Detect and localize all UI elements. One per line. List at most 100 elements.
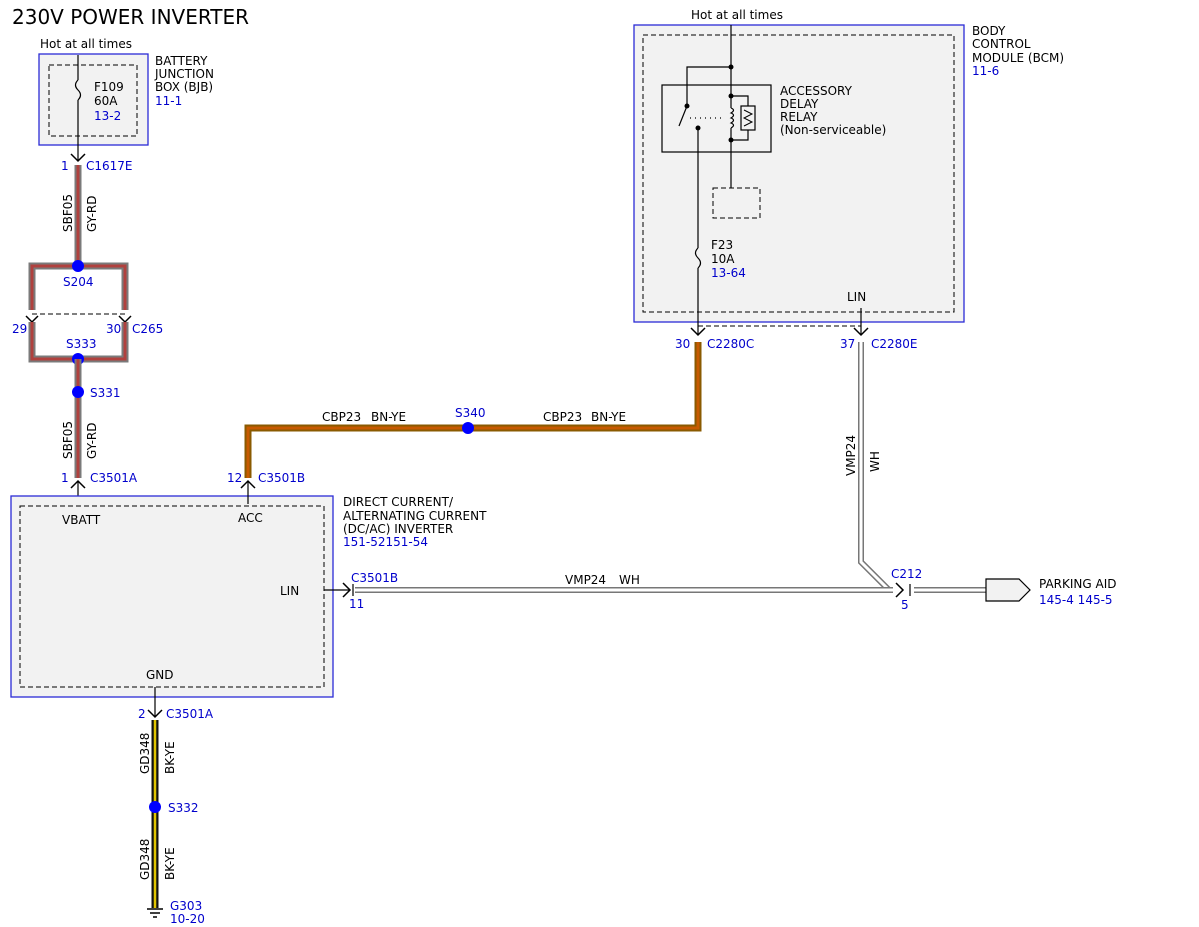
gd348-lower-circuit: GD348	[138, 839, 152, 880]
bjb-hot-note: Hot at all times	[40, 37, 132, 51]
bcm-name-line-1: BODY	[972, 24, 1006, 38]
splice-loop-s204-s333: 29 30 C265 S204 S333	[12, 260, 163, 365]
connector-arrow-icon	[853, 327, 869, 337]
f23-ref: 13-64	[711, 266, 746, 280]
bcm-name-line-3: MODULE (BCM)	[972, 51, 1064, 65]
vmp24-vertical-color: WH	[868, 451, 882, 472]
g303-ref: 10-20	[170, 912, 205, 926]
f109-id: F109	[94, 80, 124, 94]
connector-c212: C212 5	[891, 567, 922, 612]
connector-arrow-icon	[342, 582, 352, 598]
connector-arrow-icon	[70, 153, 86, 163]
wire-vmp24: VMP24 WH VMP24 WH	[355, 342, 986, 593]
bcm-ref: 11-6	[972, 64, 999, 78]
inverter-inner-box	[19, 505, 325, 688]
vmp24-horizontal-circuit: VMP24	[565, 573, 606, 587]
sbf05-lower-color: GY-RD	[85, 422, 99, 459]
parking-aid-module: PARKING AID 145-4 145-5	[985, 577, 1117, 607]
battery-junction-box: Hot at all times F109 60A 13-2 BATTERY J…	[38, 37, 214, 160]
sbf05-lower-circuit: SBF05	[61, 421, 75, 459]
sbf05-upper-color: GY-RD	[85, 195, 99, 232]
bjb-name-line-2: JUNCTION	[154, 67, 214, 81]
bjb-name-line-1: BATTERY	[155, 54, 208, 68]
f23-rating: 10A	[711, 252, 735, 266]
s333-label: S333	[66, 337, 97, 351]
cbp23-left-circuit: CBP23	[322, 410, 361, 424]
splice-s340	[462, 422, 474, 434]
c2280c-name: C2280C	[707, 337, 754, 351]
splice-s332	[149, 801, 161, 813]
splice-s331	[72, 386, 84, 398]
connector-arrow-icon	[690, 327, 706, 337]
connector-c3501b-lin: C3501B 11	[324, 571, 398, 611]
c1617e-pin: 1	[61, 159, 69, 173]
relay-resistor-icon	[740, 105, 756, 131]
s204-label: S204	[63, 275, 94, 289]
wire-sbf05-upper: SBF05 GY-RD	[61, 165, 99, 266]
c212-pin: 5	[901, 598, 909, 612]
connector-arrow-icon	[147, 709, 163, 719]
cbp23-right-color: BN-YE	[591, 410, 626, 424]
inverter-pin-vbatt: VBATT	[62, 513, 101, 527]
connector-c3501b-acc: 12 C3501B	[227, 471, 305, 504]
s331-label: S331	[90, 386, 121, 400]
c3501b-lin-name: C3501B	[351, 571, 398, 585]
c3501a-gnd-pin: 2	[138, 707, 146, 721]
c3501b-top-name: C3501B	[258, 471, 305, 485]
c3501a-top-pin: 1	[61, 471, 69, 485]
c1617e-name: C1617E	[86, 159, 133, 173]
c265-pin-b: 30	[106, 322, 121, 336]
f23-fuse-icon	[694, 247, 702, 269]
relay-switch-icon	[678, 105, 688, 127]
parking-aid-name: PARKING AID	[1039, 577, 1117, 591]
body-control-module: Hot at all times BODY CONTROL MODULE (BC…	[633, 8, 1064, 334]
bcm-name-line-2: CONTROL	[972, 37, 1031, 51]
inverter-pin-acc: ACC	[238, 511, 263, 525]
bcm-lin-label: LIN	[847, 290, 866, 304]
c265-pin-a: 29	[12, 322, 27, 336]
c212-name: C212	[891, 567, 922, 581]
gd348-upper-circuit: GD348	[138, 733, 152, 774]
c3501a-top-name: C3501A	[90, 471, 138, 485]
splice-s204	[72, 260, 84, 272]
c2280c-pin: 30	[675, 337, 690, 351]
inverter-name-line-1: DIRECT CURRENT/	[343, 495, 454, 509]
inverter-name-line-2: ALTERNATING CURRENT	[343, 509, 487, 523]
bcm-internal-circuit	[712, 187, 761, 219]
parking-aid-ref: 145-4 145-5	[1039, 593, 1113, 607]
sbf05-upper-circuit: SBF05	[61, 194, 75, 232]
relay-name-line-3: RELAY	[780, 110, 818, 124]
wire-gd348: S332 GD348 BK-YE GD348 BK-YE	[138, 720, 199, 908]
bjb-box	[38, 53, 149, 146]
connector-c3501a-gnd: 2 C3501A	[138, 687, 214, 721]
relay-name-line-2: DELAY	[780, 97, 819, 111]
c3501a-gnd-name: C3501A	[166, 707, 214, 721]
relay-coil-icon	[729, 107, 735, 129]
bjb-inner-box	[48, 64, 138, 137]
wire-cbp23: S340 CBP23 BN-YE CBP23 BN-YE	[244, 342, 702, 478]
connector-c2280: 30 C2280C 37 C2280E	[675, 325, 918, 351]
cbp23-left-color: BN-YE	[371, 410, 406, 424]
inverter-pin-lin: LIN	[280, 584, 299, 598]
c3501b-top-pin: 12	[227, 471, 242, 485]
s332-label: S332	[168, 801, 199, 815]
dc-ac-inverter: VBATT ACC LIN GND DIRECT CURRENT/ ALTERN…	[10, 495, 487, 698]
relay-name-line-1: ACCESSORY	[780, 84, 853, 98]
f109-ref: 13-2	[94, 109, 121, 123]
f109-rating: 60A	[94, 94, 118, 108]
bcm-hot-note: Hot at all times	[691, 8, 783, 22]
c2280e-pin: 37	[840, 337, 855, 351]
c265-name: C265	[132, 322, 163, 336]
bcm-box	[633, 24, 965, 323]
inverter-ref: 151-52151-54	[343, 535, 428, 549]
relay-name-line-4: (Non-serviceable)	[780, 123, 886, 137]
accessory-delay-relay	[661, 84, 772, 153]
vmp24-horizontal-color: WH	[619, 573, 640, 587]
connector-c1617e: 1 C1617E	[61, 153, 133, 173]
inverter-box	[10, 495, 334, 698]
s340-label: S340	[455, 406, 486, 420]
f23-id: F23	[711, 238, 733, 252]
c3501b-lin-pin: 11	[349, 597, 364, 611]
g303-name: G303	[170, 899, 202, 913]
